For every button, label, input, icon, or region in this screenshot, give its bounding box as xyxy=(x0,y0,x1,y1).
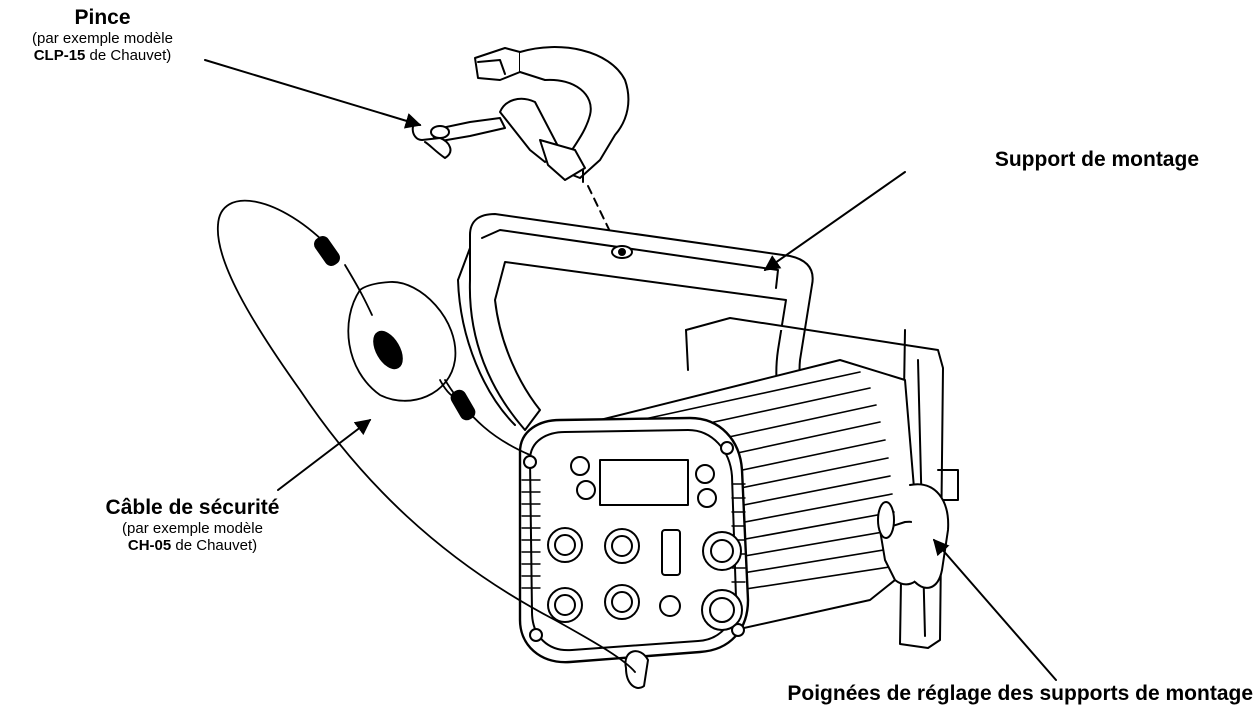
bracket-title: Support de montage xyxy=(994,148,1199,171)
adjustment-knob-drawing xyxy=(877,483,950,589)
label-mounting-bracket: Support de montage xyxy=(995,148,1199,172)
cable-model: CH-05 xyxy=(127,537,172,555)
safety-cable-drawing xyxy=(217,199,636,673)
arrow-cable xyxy=(277,419,372,491)
clamp-brand: de Chauvet) xyxy=(85,47,172,65)
clamp-model: CLP-15 xyxy=(33,47,86,65)
arrow-clamp xyxy=(204,59,422,129)
cable-subtitle-text: (par exemple modèle xyxy=(122,520,263,538)
cable-title: Câble de sécurité xyxy=(105,496,280,519)
cable-brand: de Chauvet) xyxy=(171,537,258,555)
mounting-bracket-drawing xyxy=(457,213,901,536)
fixture-body-drawing xyxy=(518,359,921,689)
clamp-subtitle-text: (par exemple modèle xyxy=(32,30,173,48)
clamp-title: Pince xyxy=(74,6,131,29)
knobs-title: Poignées de réglage des supports de mont… xyxy=(787,682,1253,705)
arrow-bracket xyxy=(763,171,906,271)
arrow-knobs xyxy=(932,538,1057,681)
clamp-drawing xyxy=(411,46,630,183)
label-adjustment-knobs: Poignées de réglage des supports de mont… xyxy=(787,682,1253,706)
